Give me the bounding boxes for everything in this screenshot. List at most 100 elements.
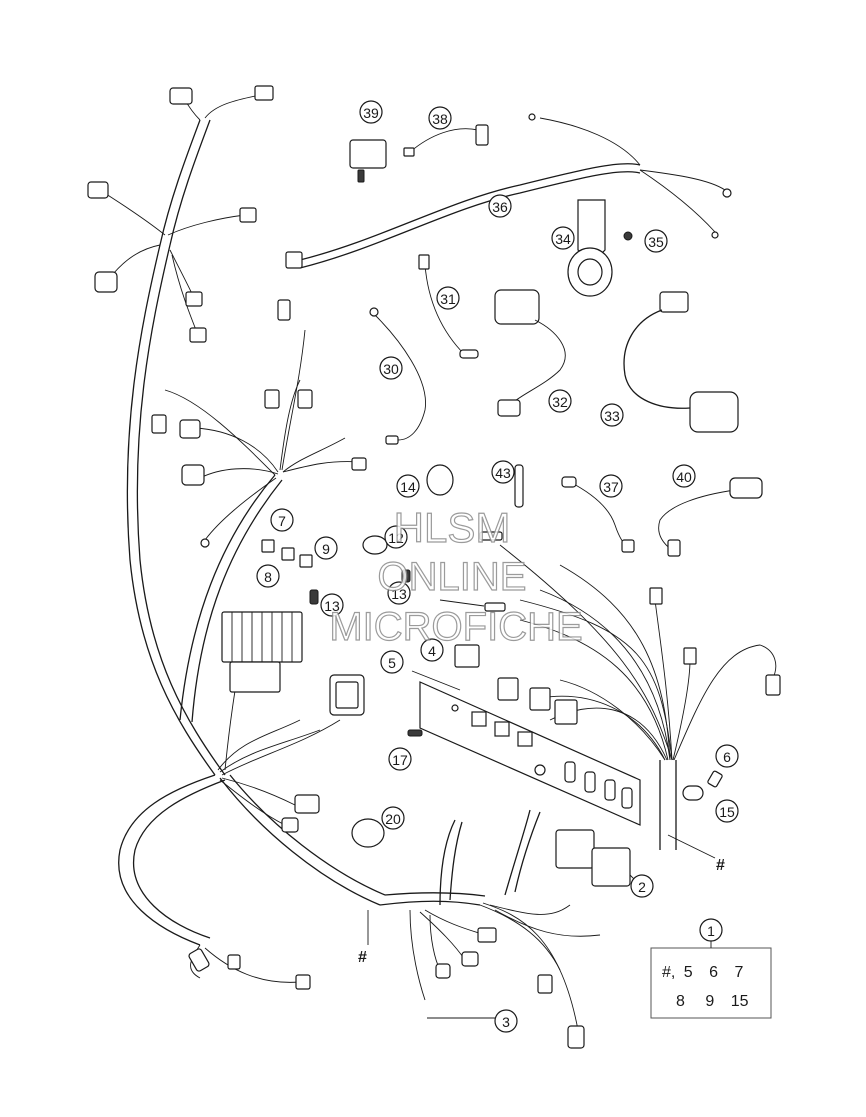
callout-circle: [380, 650, 404, 674]
callout-circle: [600, 403, 624, 427]
callout-circle: [379, 356, 403, 380]
kit-row1-item: #,: [662, 964, 675, 981]
callout-40: 40: [672, 464, 696, 488]
callout-9: 9: [314, 536, 338, 560]
callout-circle: [420, 638, 444, 662]
callout-1: 1: [699, 918, 723, 942]
fuse-block: [221, 611, 303, 693]
callout-circle: [320, 593, 344, 617]
callout-label: 14: [400, 479, 416, 495]
callout-circle: [715, 799, 739, 823]
callout-37: 37: [599, 474, 623, 498]
watermark-line2: ONLINE: [378, 555, 527, 599]
callout-circle: [551, 226, 575, 250]
watermark: HLSM ONLINE MICROFICHE: [329, 503, 584, 649]
kit-row1-item: 5: [684, 964, 693, 981]
callout-circle: [699, 918, 723, 942]
callout-circle: [270, 508, 294, 532]
callout-14: 14: [396, 474, 420, 498]
callout-label: 17: [392, 752, 408, 768]
callout-label: 31: [440, 291, 456, 307]
callout-label: 20: [385, 811, 401, 827]
callout-circle: [494, 1009, 518, 1033]
callout-label: 33: [604, 408, 620, 424]
callout-circle: [388, 747, 412, 771]
callout-label: 43: [495, 465, 511, 481]
callout-20: 20: [381, 806, 405, 830]
kit-box: #, 5 6 7 8 9 15: [650, 940, 772, 1019]
watermark-line1: HLSM: [394, 504, 511, 551]
callout-label: 38: [432, 111, 448, 127]
callout-35: 35: [644, 229, 668, 253]
watermark-line3: MICROFICHE: [329, 605, 582, 649]
callout-label: 30: [383, 361, 399, 377]
callout-circle: [256, 564, 280, 588]
callout-12: 12: [384, 525, 408, 549]
callout-circle: [715, 744, 739, 768]
callout-label: 34: [555, 231, 571, 247]
callout-circle: [428, 106, 452, 130]
callout-circle: [381, 806, 405, 830]
callout-circle: [599, 474, 623, 498]
callout-4: 4: [420, 638, 444, 662]
callout-label: 36: [492, 199, 508, 215]
callout-33: 33: [600, 403, 624, 427]
callout-circle: [644, 229, 668, 253]
relays: [555, 829, 631, 887]
screw-fuse: [309, 589, 319, 605]
kit-row2-item: 9: [705, 993, 714, 1010]
callout-label: 5: [388, 655, 396, 671]
callout-13: 13: [387, 581, 411, 605]
callout-30: 30: [379, 356, 403, 380]
callout-label: 6: [723, 749, 731, 765]
callout-label: 3: [502, 1014, 510, 1030]
callout-15: 15: [715, 799, 739, 823]
switch-39: [349, 139, 387, 169]
callout-8: 8: [256, 564, 280, 588]
callout-label: 1: [707, 923, 715, 939]
lead-30: [374, 314, 426, 441]
callout-38: 38: [428, 106, 452, 130]
callout-label: 15: [719, 804, 735, 820]
callout-label: 13: [324, 598, 340, 614]
screw-small: [401, 569, 411, 583]
callout-circle: [314, 536, 338, 560]
callout-label: 8: [264, 569, 272, 585]
callout-5: 5: [380, 650, 404, 674]
callout-label: 12: [388, 530, 404, 546]
callout-34: 34: [551, 226, 575, 250]
callout-39: 39: [359, 100, 383, 124]
hash-mark-harness: #: [358, 949, 367, 966]
sensor-38-wire: [409, 128, 479, 153]
lead-40: [658, 489, 736, 551]
callout-36: 36: [488, 194, 512, 218]
callout-7: 7: [270, 508, 294, 532]
callout-circle: [488, 194, 512, 218]
fuses: [261, 539, 313, 568]
right-wiring-harness: [439, 531, 781, 850]
horn: [567, 199, 613, 297]
clamp-and-screw: [682, 770, 723, 801]
screw: [407, 729, 423, 737]
callout-31: 31: [436, 286, 460, 310]
callout-label: 7: [278, 513, 286, 529]
callout-circle: [396, 474, 420, 498]
rubber-cap: [351, 818, 385, 848]
callout-circle: [630, 874, 654, 898]
mounting-bracket: [419, 681, 641, 826]
callout-label: 32: [552, 394, 568, 410]
callout-circle: [436, 286, 460, 310]
callout-circle: [491, 460, 515, 484]
callout-label: 9: [322, 541, 330, 557]
callout-label: 40: [676, 469, 692, 485]
callout-label: 13: [391, 586, 407, 602]
callout-circle: [548, 389, 572, 413]
kit-row1-item: 7: [735, 964, 744, 981]
callout-label: 39: [363, 105, 379, 121]
lead-31: [424, 264, 466, 356]
callout-6: 6: [715, 744, 739, 768]
callout-2: 2: [630, 874, 654, 898]
horn-screw-35: [623, 231, 633, 241]
relay-small: [454, 644, 480, 668]
